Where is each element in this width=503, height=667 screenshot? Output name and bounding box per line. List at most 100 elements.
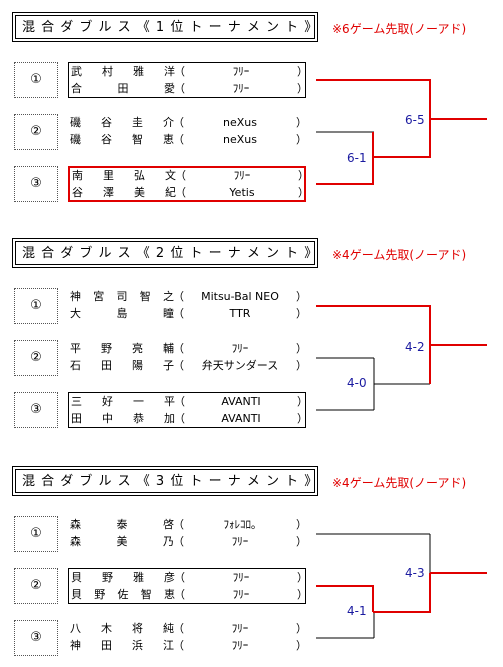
player-row: 平野亮輔（ ﾌﾘｰ ） bbox=[68, 341, 307, 357]
tournament-title: 混 合 ダ ブ ル ス 《 2 位 ト ー ナ メ ン ト 》 bbox=[15, 241, 317, 265]
open-paren: （ bbox=[174, 82, 185, 95]
player-row: 神田浜江（ ﾌﾘｰ ） bbox=[68, 638, 307, 654]
close-paren: ） bbox=[296, 622, 307, 635]
team-entry: 森泰啓 （ ﾌｫﾚｺﾛ｡ ） 森美乃（ﾌﾘｰ） bbox=[68, 516, 307, 552]
team-entry-winner: 貝野雅彦（ﾌﾘｰ） 貝野佐智恵（ﾌﾘｰ） bbox=[68, 568, 308, 604]
tournament-note: ※4ゲーム先取(ノーアド) bbox=[332, 476, 467, 490]
final-score: 6-5 bbox=[405, 113, 425, 127]
team-entry: 平野亮輔（ﾌﾘｰ） 石田陽子（弁天サンダース） bbox=[68, 340, 307, 376]
player-row: 大島瞳（ TTR ） bbox=[68, 306, 307, 322]
player-club: ﾌﾘｰ bbox=[233, 169, 251, 182]
open-paren: （ bbox=[174, 588, 185, 601]
player-name: 大島瞳 bbox=[70, 307, 174, 320]
open-paren: （ bbox=[173, 307, 184, 320]
close-paren: ） bbox=[296, 307, 307, 320]
player-name: 三好一平 bbox=[71, 395, 175, 408]
player-name: 神田浜江 bbox=[70, 639, 174, 652]
player-name: 磯谷智恵 bbox=[70, 133, 174, 146]
player-name: 武村雅洋 bbox=[71, 65, 175, 78]
player-club: ﾌﾘｰ bbox=[231, 639, 249, 652]
player-name: 磯谷圭介 bbox=[70, 116, 174, 129]
player-club: ﾌﾘｰ bbox=[231, 342, 249, 355]
player-club: ﾌﾘｰ bbox=[232, 82, 250, 95]
semi-score: 6-1 bbox=[347, 151, 367, 165]
player-name: 谷澤美紀 bbox=[72, 186, 176, 199]
seed-1: ① bbox=[14, 516, 58, 552]
open-paren: （ bbox=[174, 571, 185, 584]
close-paren: ） bbox=[296, 359, 307, 372]
team-entry: 八木将純（ﾌﾘｰ） 神田浜江（ﾌﾘｰ） bbox=[68, 620, 307, 656]
player-club: Mitsu-Bal NEO bbox=[201, 290, 279, 303]
final-score: 4-3 bbox=[405, 566, 425, 580]
open-paren: （ bbox=[173, 133, 184, 146]
close-paren: ） bbox=[297, 588, 308, 601]
player-row: 森美乃（ﾌﾘｰ） bbox=[68, 534, 307, 550]
player-row: 武村雅洋（ﾌﾘｰ） bbox=[69, 64, 308, 80]
player-name: 森美乃 bbox=[70, 535, 174, 548]
close-paren: ） bbox=[298, 186, 309, 199]
seed-2: ② bbox=[14, 340, 58, 376]
player-row: 八木将純（ﾌﾘｰ） bbox=[68, 621, 307, 637]
close-paren: ） bbox=[296, 639, 307, 652]
close-paren: ） bbox=[296, 290, 307, 303]
tournament-note: ※6ゲーム先取(ノーアド) bbox=[332, 22, 467, 36]
seed-1: ① bbox=[14, 288, 58, 324]
close-paren: ） bbox=[296, 342, 307, 355]
close-paren: ） bbox=[297, 571, 308, 584]
open-paren: （ bbox=[173, 342, 184, 355]
player-name: 田中恭加 bbox=[71, 412, 175, 425]
open-paren: （ bbox=[173, 639, 184, 652]
team-entry: 磯谷圭介（neXus） 磯谷智恵（neXus） bbox=[68, 114, 307, 150]
player-name: 神宮司智之 bbox=[70, 290, 174, 303]
player-club: neXus bbox=[223, 116, 257, 129]
open-paren: （ bbox=[173, 116, 184, 129]
close-paren: ） bbox=[296, 133, 307, 146]
player-row: 石田陽子（弁天サンダース） bbox=[68, 358, 307, 374]
player-club: TTR bbox=[229, 307, 251, 320]
open-paren: （ bbox=[174, 65, 185, 78]
player-name: 貝野雅彦 bbox=[71, 571, 175, 584]
semi-score: 4-0 bbox=[347, 376, 367, 390]
player-row: 貝野佐智恵（ﾌﾘｰ） bbox=[69, 587, 308, 603]
open-paren: （ bbox=[173, 622, 184, 635]
player-club: AVANTI bbox=[221, 412, 261, 425]
close-paren: ） bbox=[296, 116, 307, 129]
close-paren: ） bbox=[298, 169, 309, 182]
player-club: ﾌｫﾚｺﾛ｡ bbox=[223, 518, 257, 531]
open-paren: （ bbox=[173, 290, 184, 303]
tournament-3-title-box: 混 合 ダ ブ ル ス 《 3 位 ト ー ナ メ ン ト 》 bbox=[12, 466, 318, 496]
player-row: 田中恭加（AVANTI） bbox=[69, 411, 308, 427]
seed-2: ② bbox=[14, 568, 58, 604]
player-row: 磯谷智恵（ neXus ） bbox=[68, 132, 307, 148]
seed-3: ③ bbox=[14, 392, 58, 428]
player-club: ﾌﾘｰ bbox=[232, 571, 250, 584]
player-name: 森泰啓 bbox=[70, 518, 174, 531]
tournament-1-title-box: 混 合 ダ ブ ル ス 《 1 位 ト ー ナ メ ン ト 》 bbox=[12, 12, 318, 42]
player-club: ﾌﾘｰ bbox=[231, 622, 249, 635]
player-row: 森泰啓（ﾌｫﾚｺﾛ｡） bbox=[68, 517, 307, 533]
team-entry-winner: 三好一平（AVANTI） 田中恭加（AVANTI） bbox=[68, 392, 308, 428]
close-paren: ） bbox=[297, 395, 308, 408]
seed-1: ① bbox=[14, 62, 58, 98]
player-row: 三好一平（AVANTI） bbox=[69, 394, 308, 410]
seed-3: ③ bbox=[14, 620, 58, 656]
open-paren: （ bbox=[174, 395, 185, 408]
open-paren: （ bbox=[173, 359, 184, 372]
final-score: 4-2 bbox=[405, 340, 425, 354]
open-paren: （ bbox=[174, 412, 185, 425]
player-row: 神宮司智之（ Mitsu-Bal NEO ） bbox=[68, 289, 307, 305]
team-entry-winner: 南里弘文（ﾌﾘｰ） 谷澤美紀（Yetis） bbox=[68, 166, 309, 202]
player-name: 南里弘文 bbox=[72, 169, 176, 182]
close-paren: ） bbox=[296, 518, 307, 531]
team-entry: 神宮司智之（Mitsu-Bal NEO） 大島瞳（TTR） bbox=[68, 288, 307, 324]
tournament-note: ※4ゲーム先取(ノーアド) bbox=[332, 248, 467, 262]
player-club: neXus bbox=[223, 133, 257, 146]
player-name: 平野亮輔 bbox=[70, 342, 174, 355]
player-row: 磯谷圭介（ neXus ） bbox=[68, 115, 307, 131]
tournament-2-title-box: 混 合 ダ ブ ル ス 《 2 位 ト ー ナ メ ン ト 》 bbox=[12, 238, 318, 268]
open-paren: （ bbox=[175, 186, 186, 199]
player-row: 南里弘文（ﾌﾘｰ） bbox=[70, 168, 309, 184]
close-paren: ） bbox=[297, 65, 308, 78]
open-paren: （ bbox=[173, 535, 184, 548]
player-club: Yetis bbox=[229, 186, 255, 199]
